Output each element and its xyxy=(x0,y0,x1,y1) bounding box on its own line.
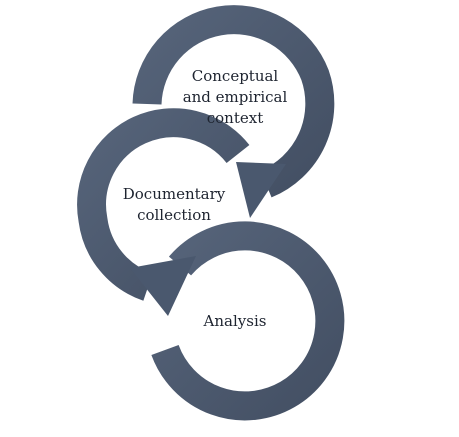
stage-label-line: context xyxy=(206,109,264,127)
stage-label-analysis: Analysis xyxy=(180,311,290,332)
stage-label-line: Conceptual xyxy=(191,67,279,85)
stage-label-conceptual-context: Conceptual and empirical context xyxy=(160,66,310,129)
ring-documentary-collection xyxy=(77,108,250,301)
arrowhead-to-documentary-collection xyxy=(236,162,286,218)
stage-label-documentary-collection: Documentary collection xyxy=(104,184,244,226)
stage-label-line: Documentary xyxy=(122,185,226,203)
arrowhead-to-analysis xyxy=(130,256,196,316)
stage-label-line: Analysis xyxy=(203,312,267,330)
stage-label-line: and empirical xyxy=(182,88,288,106)
ring-conceptual-context xyxy=(132,5,335,198)
stage-label-line: collection xyxy=(137,206,211,224)
ring-analysis xyxy=(151,221,345,421)
